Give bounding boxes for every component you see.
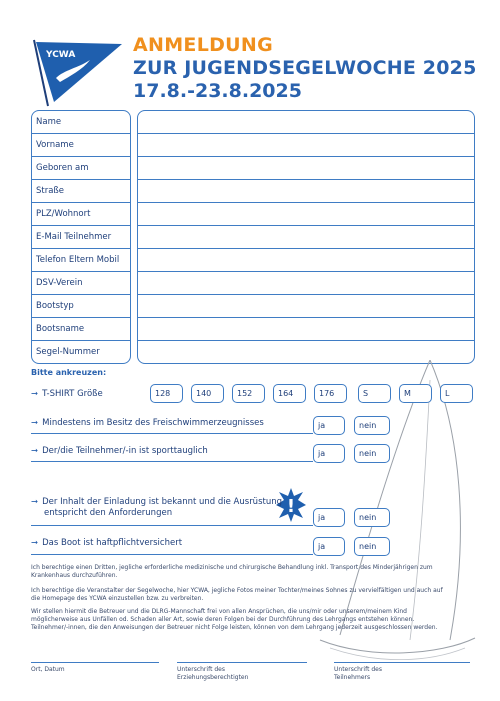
field-label: Segel-Nummer bbox=[36, 347, 100, 357]
q2-no-box[interactable]: nein bbox=[354, 444, 390, 463]
question-invitation: ➞Der Inhalt der Einladung ist bekannt un… bbox=[31, 497, 282, 519]
check-heading: Bitte ankreuzen: bbox=[31, 368, 107, 377]
row-divider bbox=[31, 248, 131, 249]
row-divider bbox=[31, 202, 131, 203]
field-input[interactable] bbox=[138, 133, 476, 157]
row-divider bbox=[31, 340, 131, 341]
divider bbox=[31, 461, 313, 462]
tshirt-size-option[interactable]: 176 bbox=[314, 384, 347, 403]
arrow-right-icon: ➞ bbox=[31, 538, 39, 548]
field-input[interactable] bbox=[138, 248, 476, 272]
field-input[interactable] bbox=[138, 156, 476, 180]
tshirt-size-option[interactable]: S bbox=[358, 384, 391, 403]
arrow-right-icon: ➞ bbox=[31, 446, 39, 456]
field-label: Vorname bbox=[36, 140, 74, 150]
q3-yes-box[interactable]: ja bbox=[313, 508, 345, 527]
q4-yes-box[interactable]: ja bbox=[313, 537, 345, 556]
arrow-right-icon: ➞ bbox=[31, 389, 39, 399]
field-label: E-Mail Teilnehmer bbox=[36, 232, 112, 242]
consent-medical: Ich berechtige einen Dritten, jegliche e… bbox=[31, 564, 433, 579]
q3-no-box[interactable]: nein bbox=[354, 508, 390, 527]
page-title: ANMELDUNG bbox=[133, 34, 273, 56]
liability-waiver: Wir stellen hiermit die Betreuer und die… bbox=[31, 608, 438, 631]
tshirt-size-option[interactable]: M bbox=[399, 384, 432, 403]
question-invitation-label: Der Inhalt der Einladung ist bekannt und… bbox=[42, 497, 283, 507]
row-divider bbox=[137, 340, 475, 341]
question-sport-fit: ➞Der/die Teilnehmer/-in ist sporttauglic… bbox=[31, 446, 208, 457]
label-column-frame bbox=[31, 110, 131, 364]
field-label: Name bbox=[36, 117, 62, 127]
question-sport-fit-label: Der/die Teilnehmer/-in ist sporttauglich bbox=[42, 446, 208, 456]
tshirt-size-option[interactable]: 140 bbox=[191, 384, 224, 403]
field-input[interactable] bbox=[138, 271, 476, 295]
tshirt-question: ➞T-SHIRT Größe bbox=[31, 389, 103, 400]
event-dates: 17.8.-23.8.2025 bbox=[133, 80, 302, 102]
row-divider bbox=[137, 271, 475, 272]
exclamation-badge-icon: ! bbox=[276, 488, 306, 522]
q2-yes-box[interactable]: ja bbox=[313, 444, 345, 463]
tshirt-label: T-SHIRT Größe bbox=[42, 389, 103, 399]
question-swimming: ➞Mindestens im Besitz des Freischwimmerz… bbox=[31, 418, 264, 429]
arrow-right-icon: ➞ bbox=[31, 418, 39, 428]
row-divider bbox=[31, 294, 131, 295]
row-divider bbox=[31, 156, 131, 157]
field-label: PLZ/Wohnort bbox=[36, 209, 91, 219]
arrow-right-icon: ➞ bbox=[31, 497, 39, 507]
page-subtitle: ZUR JUGENDSEGELWOCHE 2025 bbox=[133, 57, 477, 79]
row-divider bbox=[137, 317, 475, 318]
field-label: Bootstyp bbox=[36, 301, 74, 311]
divider bbox=[31, 554, 313, 555]
question-insurance: ➞Das Boot ist haftpflichtversichert bbox=[31, 538, 182, 549]
q1-no-box[interactable]: nein bbox=[354, 416, 390, 435]
q1-yes-box[interactable]: ja bbox=[313, 416, 345, 435]
tshirt-size-option[interactable]: 152 bbox=[232, 384, 265, 403]
field-label: Geboren am bbox=[36, 163, 89, 173]
svg-text:!: ! bbox=[287, 496, 295, 517]
signature-line-place-date[interactable] bbox=[31, 662, 159, 663]
question-invitation-label-2: entspricht den Anforderungen bbox=[44, 508, 173, 518]
field-label: Bootsname bbox=[36, 324, 85, 334]
divider bbox=[31, 525, 313, 526]
divider bbox=[31, 433, 313, 434]
field-label: Straße bbox=[36, 186, 65, 196]
field-label: Telefon Eltern Mobil bbox=[36, 255, 120, 265]
question-swimming-label: Mindestens im Besitz des Freischwimmerze… bbox=[42, 418, 264, 428]
ycwa-logo: YCWA bbox=[33, 39, 122, 107]
field-input[interactable] bbox=[138, 179, 476, 203]
place-date-label: Ort, Datum bbox=[31, 666, 65, 673]
row-divider bbox=[31, 271, 131, 272]
q4-no-box[interactable]: nein bbox=[354, 537, 390, 556]
signature-line-participant[interactable] bbox=[334, 662, 470, 663]
tshirt-size-option[interactable]: L bbox=[440, 384, 473, 403]
row-divider bbox=[137, 294, 475, 295]
field-input[interactable] bbox=[138, 202, 476, 226]
field-input[interactable] bbox=[138, 294, 476, 318]
consent-photos: Ich berechtige die Veranstalter der Sege… bbox=[31, 587, 443, 602]
row-divider bbox=[137, 225, 475, 226]
row-divider bbox=[137, 179, 475, 180]
field-input[interactable] bbox=[138, 225, 476, 249]
tshirt-size-option[interactable]: 128 bbox=[150, 384, 183, 403]
question-insurance-label: Das Boot ist haftpflichtversichert bbox=[42, 538, 183, 548]
logo-text: YCWA bbox=[45, 50, 75, 60]
field-input[interactable] bbox=[138, 317, 476, 341]
row-divider bbox=[31, 317, 131, 318]
signature-line-guardian[interactable] bbox=[177, 662, 307, 663]
row-divider bbox=[31, 133, 131, 134]
field-input[interactable] bbox=[138, 340, 476, 364]
row-divider bbox=[137, 202, 475, 203]
row-divider bbox=[31, 225, 131, 226]
row-divider bbox=[137, 156, 475, 157]
tshirt-size-option[interactable]: 164 bbox=[273, 384, 306, 403]
field-label: DSV-Verein bbox=[36, 278, 83, 288]
field-input[interactable] bbox=[138, 110, 476, 134]
row-divider bbox=[137, 133, 475, 134]
row-divider bbox=[31, 179, 131, 180]
row-divider bbox=[137, 248, 475, 249]
